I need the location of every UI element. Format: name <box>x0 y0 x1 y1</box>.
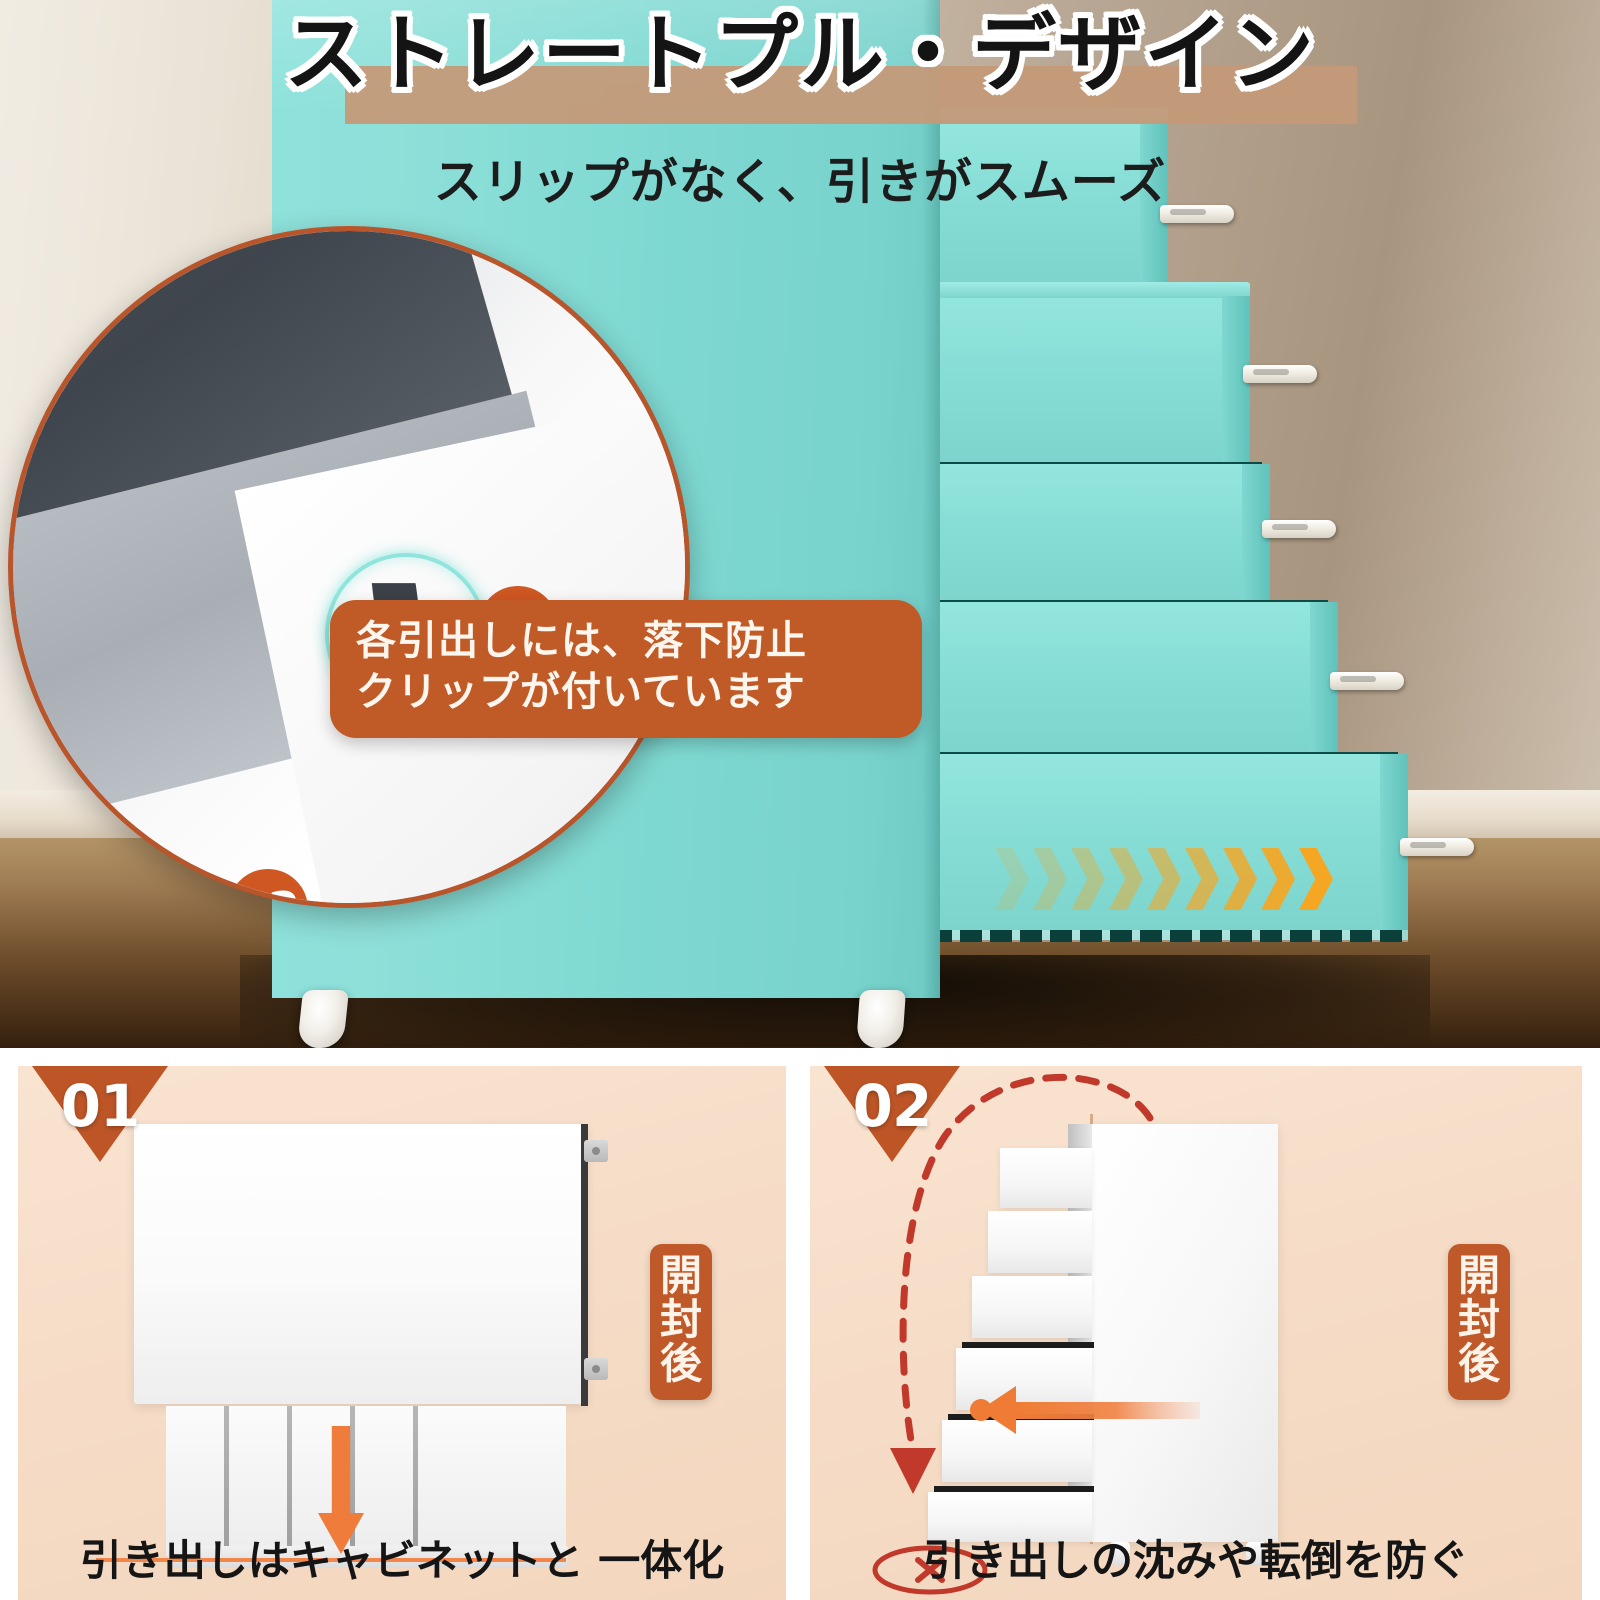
chevron-icon <box>1071 848 1105 910</box>
vbadge-char-2: 封 <box>659 1295 702 1345</box>
hero-product-photo: ストレートプル・デザイン スリップがなく、引きがスムーズ 01 02 各引出しに… <box>0 0 1600 1048</box>
drawer-2-handle <box>1243 365 1317 383</box>
caster-wheel <box>1246 1542 1266 1566</box>
feature-callout-line-1: 各引出しには、落下防止 <box>356 618 807 664</box>
drawer-1-handle <box>1160 205 1234 223</box>
page-title: ストレートプル・デザイン <box>283 5 1316 103</box>
chevron-icon <box>1185 848 1219 910</box>
drawer-gap-line <box>962 1342 1094 1348</box>
drawer-tier-2 <box>988 1211 1092 1273</box>
feature-callout: 各引出しには、落下防止 クリップが付いています <box>330 600 922 739</box>
page-subtitle: スリップがなく、引きがスムーズ <box>433 154 1167 210</box>
panel-01-caption: 引き出しはキャビネットと 一体化 <box>79 1536 725 1585</box>
drawer-slat-separator <box>287 1406 292 1556</box>
drawer-tier-5 <box>942 1420 1092 1482</box>
chevron-icon <box>1223 848 1257 910</box>
panel-02-number: 02 <box>852 1072 933 1140</box>
feature-callout-line-2: クリップが付いています <box>356 669 806 716</box>
panel-01-number: 01 <box>60 1072 141 1140</box>
base-plate <box>168 1546 568 1568</box>
panel-02-triangle-badge <box>824 1066 960 1162</box>
drawer-gap-line <box>934 1486 1094 1492</box>
drawer-tier-6 <box>928 1492 1092 1542</box>
chevron-icon <box>995 848 1029 910</box>
title-band <box>345 66 1357 124</box>
drawer-slat-separator <box>224 1406 229 1556</box>
drawer-2-rail <box>930 282 1250 298</box>
vbadge-char-1: 開 <box>1457 1251 1500 1300</box>
drawer-slat <box>166 1406 224 1556</box>
vbadge-char-3: 後 <box>659 1339 702 1389</box>
drawer-5 <box>930 754 1408 940</box>
cabinet-side-rail <box>581 1124 588 1406</box>
panel-02-vertical-badge: 開 封 後 <box>1448 1244 1510 1401</box>
chevron-icon <box>1109 848 1143 910</box>
drawer-3-handle <box>1262 520 1336 538</box>
not-allowed-x-icon <box>872 1545 988 1595</box>
drawer-tier-1 <box>1000 1148 1092 1208</box>
drawer-slat <box>229 1406 287 1556</box>
cabinet-body-edge <box>922 0 940 998</box>
chevron-icon <box>1261 848 1295 910</box>
drawer-3 <box>930 464 1270 614</box>
chevron-icon <box>1033 848 1067 910</box>
bottom-panels: 01 開 封 後 <box>0 1048 1600 1600</box>
highlight-tick-02 <box>213 889 239 897</box>
panel-01-triangle-badge <box>32 1066 168 1162</box>
mount-bracket-icon <box>584 1140 608 1162</box>
drawer-tier-3 <box>972 1276 1092 1338</box>
panel-02: 02 <box>810 1066 1582 1600</box>
drawer-5-bottom-edge <box>930 930 1408 942</box>
drawer-4-handle <box>1330 672 1404 690</box>
push-left-arrow-icon <box>970 1386 1200 1434</box>
drawer-5-handle <box>1400 838 1474 856</box>
drawer-2 <box>930 282 1250 474</box>
drawer-2-side <box>1222 296 1250 474</box>
direction-chevrons <box>995 848 1333 910</box>
drawer-slats <box>166 1406 566 1556</box>
vbadge-char-3: 後 <box>1457 1339 1500 1389</box>
panel-01-vertical-badge: 開 封 後 <box>650 1244 712 1401</box>
drawer-slat-separator <box>413 1406 418 1556</box>
chevron-icon <box>1299 848 1333 910</box>
floor-reference-line <box>96 1558 566 1562</box>
vbadge-char-1: 開 <box>659 1251 702 1300</box>
drawer-4 <box>930 602 1338 764</box>
mount-bracket-icon <box>584 1358 608 1380</box>
panel-02-caption: 引き出しの沈みや転倒を防ぐ <box>922 1536 1469 1585</box>
drawer-slat <box>355 1406 413 1556</box>
drawer-slat <box>418 1406 566 1556</box>
chevron-icon <box>1147 848 1181 910</box>
caster-wheel <box>1110 1542 1130 1566</box>
drawer-3-side <box>1242 464 1270 614</box>
panel-01: 01 開 封 後 <box>18 1066 786 1600</box>
detail-zoom-circle: 01 02 <box>8 226 690 908</box>
drawer-slat-separator <box>350 1406 355 1556</box>
cabinet-body-white <box>1092 1124 1278 1542</box>
vbadge-char-2: 封 <box>1457 1295 1500 1345</box>
cabinet-front-panel <box>134 1124 587 1404</box>
